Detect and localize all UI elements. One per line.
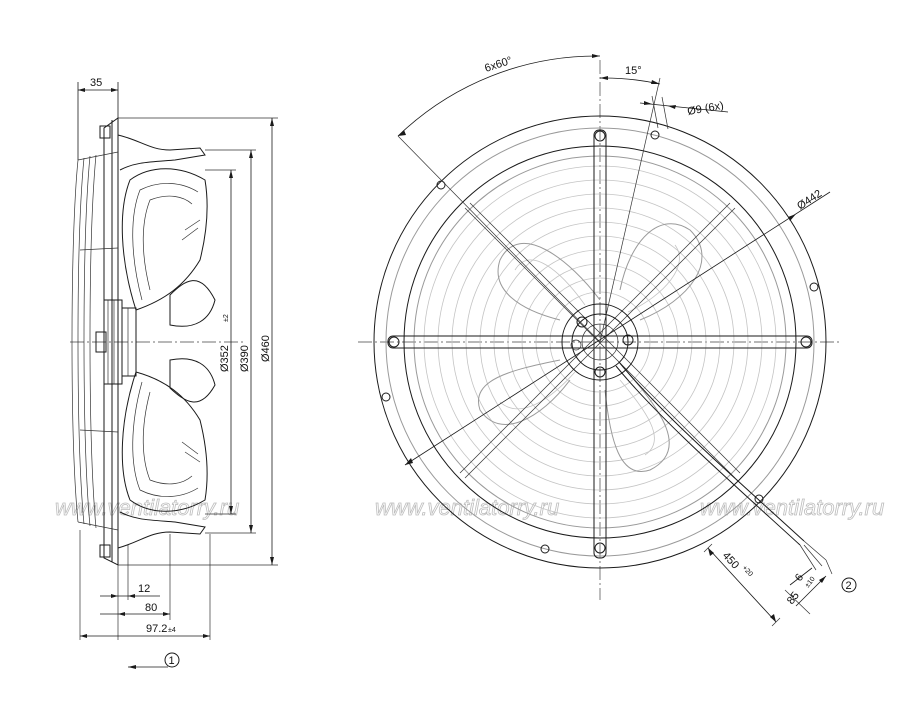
side-venturi-top [117, 134, 206, 171]
dim-97-tol: ±4 [168, 627, 176, 634]
callout-1-label: 1 [169, 655, 175, 667]
side-guard [71, 151, 119, 531]
dim-strip-85: 85 ±10 [784, 576, 827, 615]
side-venturi-bottom [117, 511, 206, 549]
callout-2: 2 [841, 577, 857, 593]
dim-35: 35 [77, 77, 119, 160]
front-view: 6x60° 15° Ø9 (6x) Ø442 [358, 54, 857, 627]
front-blade-outlines [478, 223, 703, 472]
dim-cable-length-tol: +20 [741, 565, 754, 579]
cable [615, 365, 801, 546]
side-motor-hub [95, 299, 137, 385]
watermark-group: www.ventilatorry.ru www.ventilatorry.ru … [55, 495, 885, 521]
dim-97-label: 97.2 [146, 623, 167, 635]
dim-442-label: Ø442 [795, 188, 824, 213]
watermark-left: www.ventilatorry.ru [55, 495, 239, 520]
callout-1: 1 [128, 652, 180, 669]
dim-460-label: Ø460 [260, 335, 272, 362]
dim-35-label: 35 [90, 77, 102, 89]
dim-390-label: Ø390 [239, 345, 251, 372]
dim-12-label: 12 [138, 583, 150, 595]
watermark-right: www.ventilatorry.ru [700, 495, 884, 520]
dim-390: Ø390 [205, 149, 256, 534]
front-venturi-ring [403, 145, 797, 539]
dim-352-tol: ±2 [223, 314, 230, 322]
dim-hole-dia-label: Ø9 (6x) [686, 100, 724, 118]
front-guard-rings [423, 165, 777, 519]
front-motor-hub [561, 303, 639, 381]
dim-352-label: Ø352 [219, 345, 231, 372]
dim-angle-15: 15° [599, 65, 661, 343]
front-bolt-circle [385, 127, 815, 557]
dim-97: 97.2 ±4 [80, 534, 211, 640]
front-guard-screws [388, 130, 812, 554]
dim-angle-6x60-label: 6x60° [483, 55, 514, 75]
front-outer-plate [373, 115, 827, 569]
dim-80-label: 80 [145, 602, 157, 614]
side-impeller-blades [121, 168, 216, 512]
callout-2-label: 2 [846, 580, 852, 592]
cable-wires [799, 540, 833, 575]
dim-80: 80 [79, 530, 171, 640]
dim-angle-15-label: 15° [625, 65, 642, 77]
dim-strip-6-label: 6 [793, 572, 806, 584]
dim-12: 12 [100, 545, 160, 640]
side-view: 35 Ø352 ±2 Ø390 Ø460 [70, 77, 278, 669]
dim-strip-85-label: 85 [785, 590, 802, 607]
dim-cable-length: 450 +20 [703, 543, 781, 627]
dim-cable-length-label: 450 [720, 550, 741, 572]
dim-352: Ø352 ±2 [205, 169, 236, 515]
watermark-middle: www.ventilatorry.ru [375, 495, 559, 520]
dim-442: Ø442 [404, 188, 831, 466]
dim-460: Ø460 [118, 117, 278, 566]
front-mounting-holes [381, 130, 819, 554]
dim-hole-dia: Ø9 (6x) [639, 95, 729, 130]
